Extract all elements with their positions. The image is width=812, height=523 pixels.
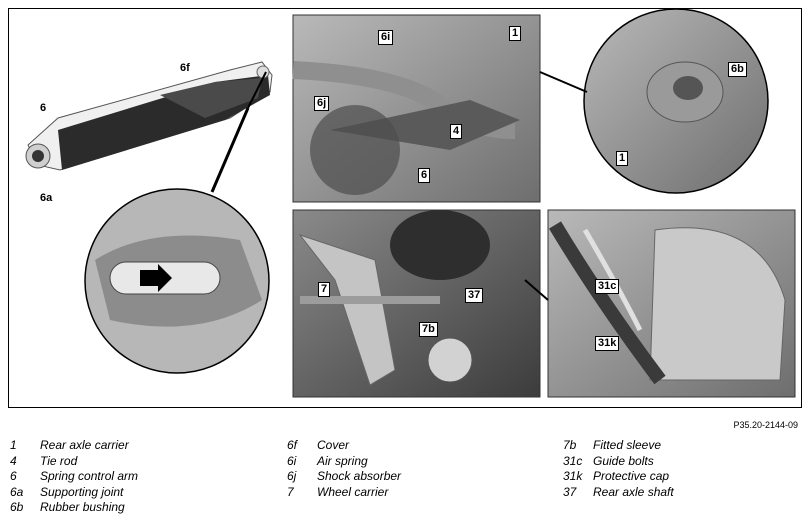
spring-control-arm-drawing	[25, 61, 273, 171]
callout-37: 37	[465, 288, 484, 303]
callout-6f: 6f	[180, 62, 190, 74]
callout-31c: 31c	[595, 279, 620, 294]
callout-6b: 6b	[728, 62, 747, 77]
callout-4: 4	[450, 124, 463, 139]
callout-1-circle: 1	[616, 151, 629, 166]
callout-6: 6	[40, 102, 47, 114]
cover-detail-circle	[84, 71, 270, 374]
callout-7: 7	[318, 282, 331, 297]
callout-6-photo: 6	[418, 168, 431, 183]
callout-7b: 7b	[419, 322, 438, 337]
callout-1: 1	[509, 26, 522, 41]
callout-6i: 6i	[378, 30, 394, 45]
callout-31k: 31k	[595, 336, 620, 351]
callout-6j: 6j	[314, 96, 330, 111]
callout-6a: 6a	[40, 192, 53, 204]
reference-code: P35.20-2144-09	[733, 420, 798, 430]
